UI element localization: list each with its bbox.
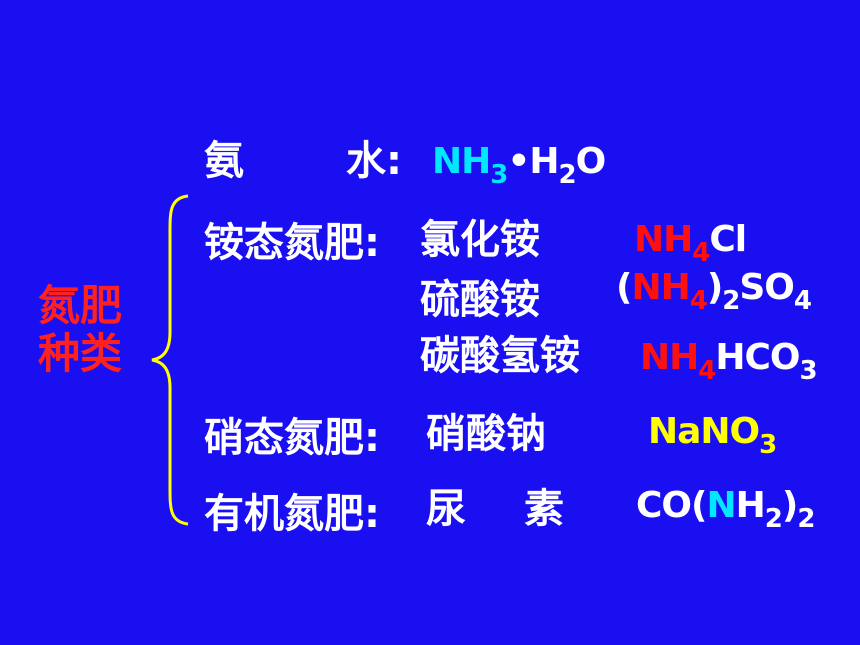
formula-n: N (706, 485, 736, 526)
formula-close: ) (706, 267, 723, 308)
title-line-2: 种类 (38, 329, 123, 379)
formula-sub: 2 (558, 160, 577, 190)
formula-nh: NH (634, 219, 693, 260)
row-ammonia-water-label-2: 水: (346, 141, 402, 181)
row-ammonium-label: 铵态氮肥: (204, 223, 380, 263)
formula-rest: Cl (709, 219, 747, 260)
formula-sub: 2 (764, 504, 783, 534)
formula-sub: 4 (692, 238, 710, 268)
label-text: 有机氮肥 (204, 491, 364, 537)
formula-sub: 4 (698, 356, 716, 386)
formula-sub: 3 (490, 160, 508, 190)
formula-co: CO( (636, 485, 707, 526)
label-part-2: 水 (346, 138, 386, 184)
ammonium-item-2-name: 硫酸铵 (420, 277, 540, 323)
formula-sub: 2 (722, 286, 740, 316)
formula-so: SO (739, 267, 795, 308)
formula-close: ) (781, 485, 798, 526)
label-text: 硝态氮肥 (204, 415, 364, 461)
ammonium-item-3-formula: NH4HCO3 (640, 337, 818, 385)
formula-nh: NH (631, 267, 690, 308)
row-nitrate-label: 硝态氮肥: (204, 418, 380, 458)
colon: : (364, 220, 380, 266)
formula-hco: HCO (715, 337, 800, 378)
formula-dot: • (507, 141, 530, 182)
colon: : (364, 491, 380, 537)
formula-sub: 3 (799, 356, 818, 386)
formula-o: O (575, 141, 607, 182)
nitrate-formula: NaNO3 (648, 411, 777, 459)
nitrate-name: 硝酸钠 (426, 411, 546, 457)
ammonium-item-3-name: 碳酸氢铵 (420, 333, 580, 379)
colon: : (386, 138, 402, 184)
colon: : (364, 415, 380, 461)
formula-open: ( (616, 267, 632, 308)
formula-nh: NH (432, 141, 491, 182)
formula-sub: 4 (793, 286, 812, 316)
ammonium-item-1-formula: NH4Cl (634, 219, 747, 267)
formula-nano: NaNO (648, 411, 760, 452)
formula-sub: 3 (759, 430, 777, 460)
ammonium-item-2-formula: (NH4)2SO4 (616, 267, 812, 315)
label-part-1: 氨 (204, 138, 244, 184)
label-text: 铵态氮肥 (204, 220, 364, 266)
formula-ammonia-water: NH3•H2O (432, 141, 607, 189)
ammonium-item-1-name: 氯化铵 (420, 217, 540, 263)
formula-nh: NH (640, 337, 699, 378)
formula-sub: 2 (797, 504, 815, 534)
curly-brace-icon (151, 194, 189, 526)
row-organic-label: 有机氮肥: (204, 494, 380, 534)
organic-name-1: 尿 (426, 486, 466, 532)
main-title: 氮肥 种类 (38, 281, 123, 379)
formula-h: H (735, 485, 766, 526)
organic-formula: CO(NH2)2 (636, 485, 815, 533)
row-ammonia-water-label: 氨 (204, 141, 244, 181)
title-line-1: 氮肥 (38, 281, 123, 330)
organic-name-2: 素 (524, 486, 564, 532)
formula-h: H (529, 141, 559, 182)
formula-sub: 4 (689, 286, 708, 316)
